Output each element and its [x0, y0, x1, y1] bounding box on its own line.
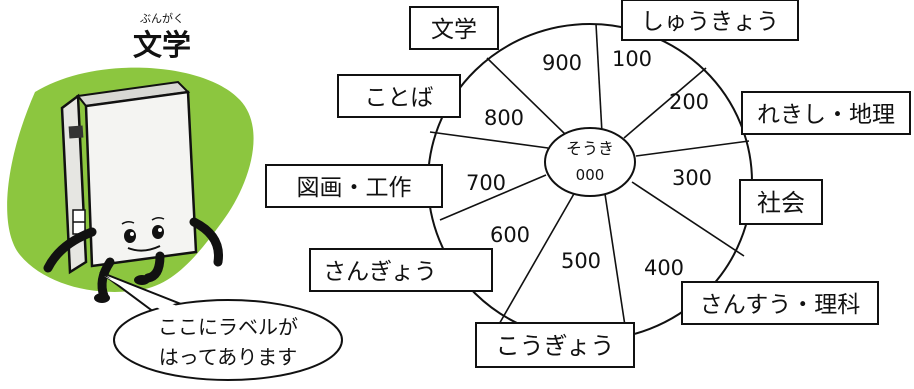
svg-text:こうぎょう: こうぎょう — [496, 332, 615, 360]
svg-text:さんすう・理科: さんすう・理科 — [700, 292, 861, 318]
number-100: 100 — [612, 47, 652, 71]
number-600: 600 — [490, 223, 530, 247]
wheel-center — [544, 127, 636, 197]
number-800: 800 — [484, 106, 524, 130]
number-300: 300 — [672, 166, 712, 190]
label-box-industry: こうぎょう — [475, 322, 635, 368]
wheel-spoke — [631, 181, 745, 257]
label-box-history-geography: れきし・地理 — [741, 91, 911, 135]
svg-text:しゅうきょう: しゅうきょう — [641, 9, 779, 35]
number-400: 400 — [644, 256, 684, 280]
classification-wheel: そうき 000 100 200 300 400 500 600 700 800 … — [427, 23, 753, 341]
label-box-language: ことば — [337, 74, 461, 118]
center-number: 000 — [576, 166, 605, 184]
label-box-religion: しゅうきょう — [621, 0, 799, 41]
wheel-spoke — [439, 174, 547, 221]
wheel-spoke — [604, 193, 628, 340]
book-character-icon — [43, 80, 223, 303]
title: 文学 — [133, 28, 191, 62]
center-label: そうき — [566, 139, 614, 158]
svg-text:図画・工作: 図画・工作 — [297, 175, 412, 201]
speech-bubble-line1: ここにラベルが — [158, 315, 298, 339]
label-box-society: 社会 — [739, 179, 823, 225]
wheel-spoke — [486, 57, 567, 136]
speech-bubble-line2: はってあります — [159, 345, 297, 369]
number-200: 200 — [669, 90, 709, 114]
svg-text:ことば: ことば — [365, 85, 434, 111]
svg-text:社会: 社会 — [757, 189, 805, 217]
wheel-spoke — [497, 191, 576, 327]
wheel-spoke — [635, 140, 750, 157]
title-ruby: ぶんがく — [140, 11, 184, 25]
wheel-spoke — [623, 67, 707, 139]
wheel-spoke — [429, 131, 549, 149]
label-box-arts-crafts: 図画・工作 — [265, 164, 443, 208]
number-500: 500 — [561, 249, 601, 273]
speech-bubble: ここにラベルが はってあります — [99, 271, 343, 381]
label-box-math-science: さんすう・理科 — [681, 281, 879, 325]
number-900: 900 — [542, 51, 582, 75]
svg-text:文学: 文学 — [431, 17, 477, 43]
svg-text:れきし・地理: れきし・地理 — [757, 102, 895, 128]
label-box-manufacturing: さんぎょう — [309, 248, 493, 292]
svg-text:さんぎょう: さんぎょう — [323, 259, 437, 285]
label-box-literature: 文学 — [409, 6, 499, 50]
wheel-spoke — [595, 23, 603, 134]
number-700: 700 — [466, 171, 506, 195]
